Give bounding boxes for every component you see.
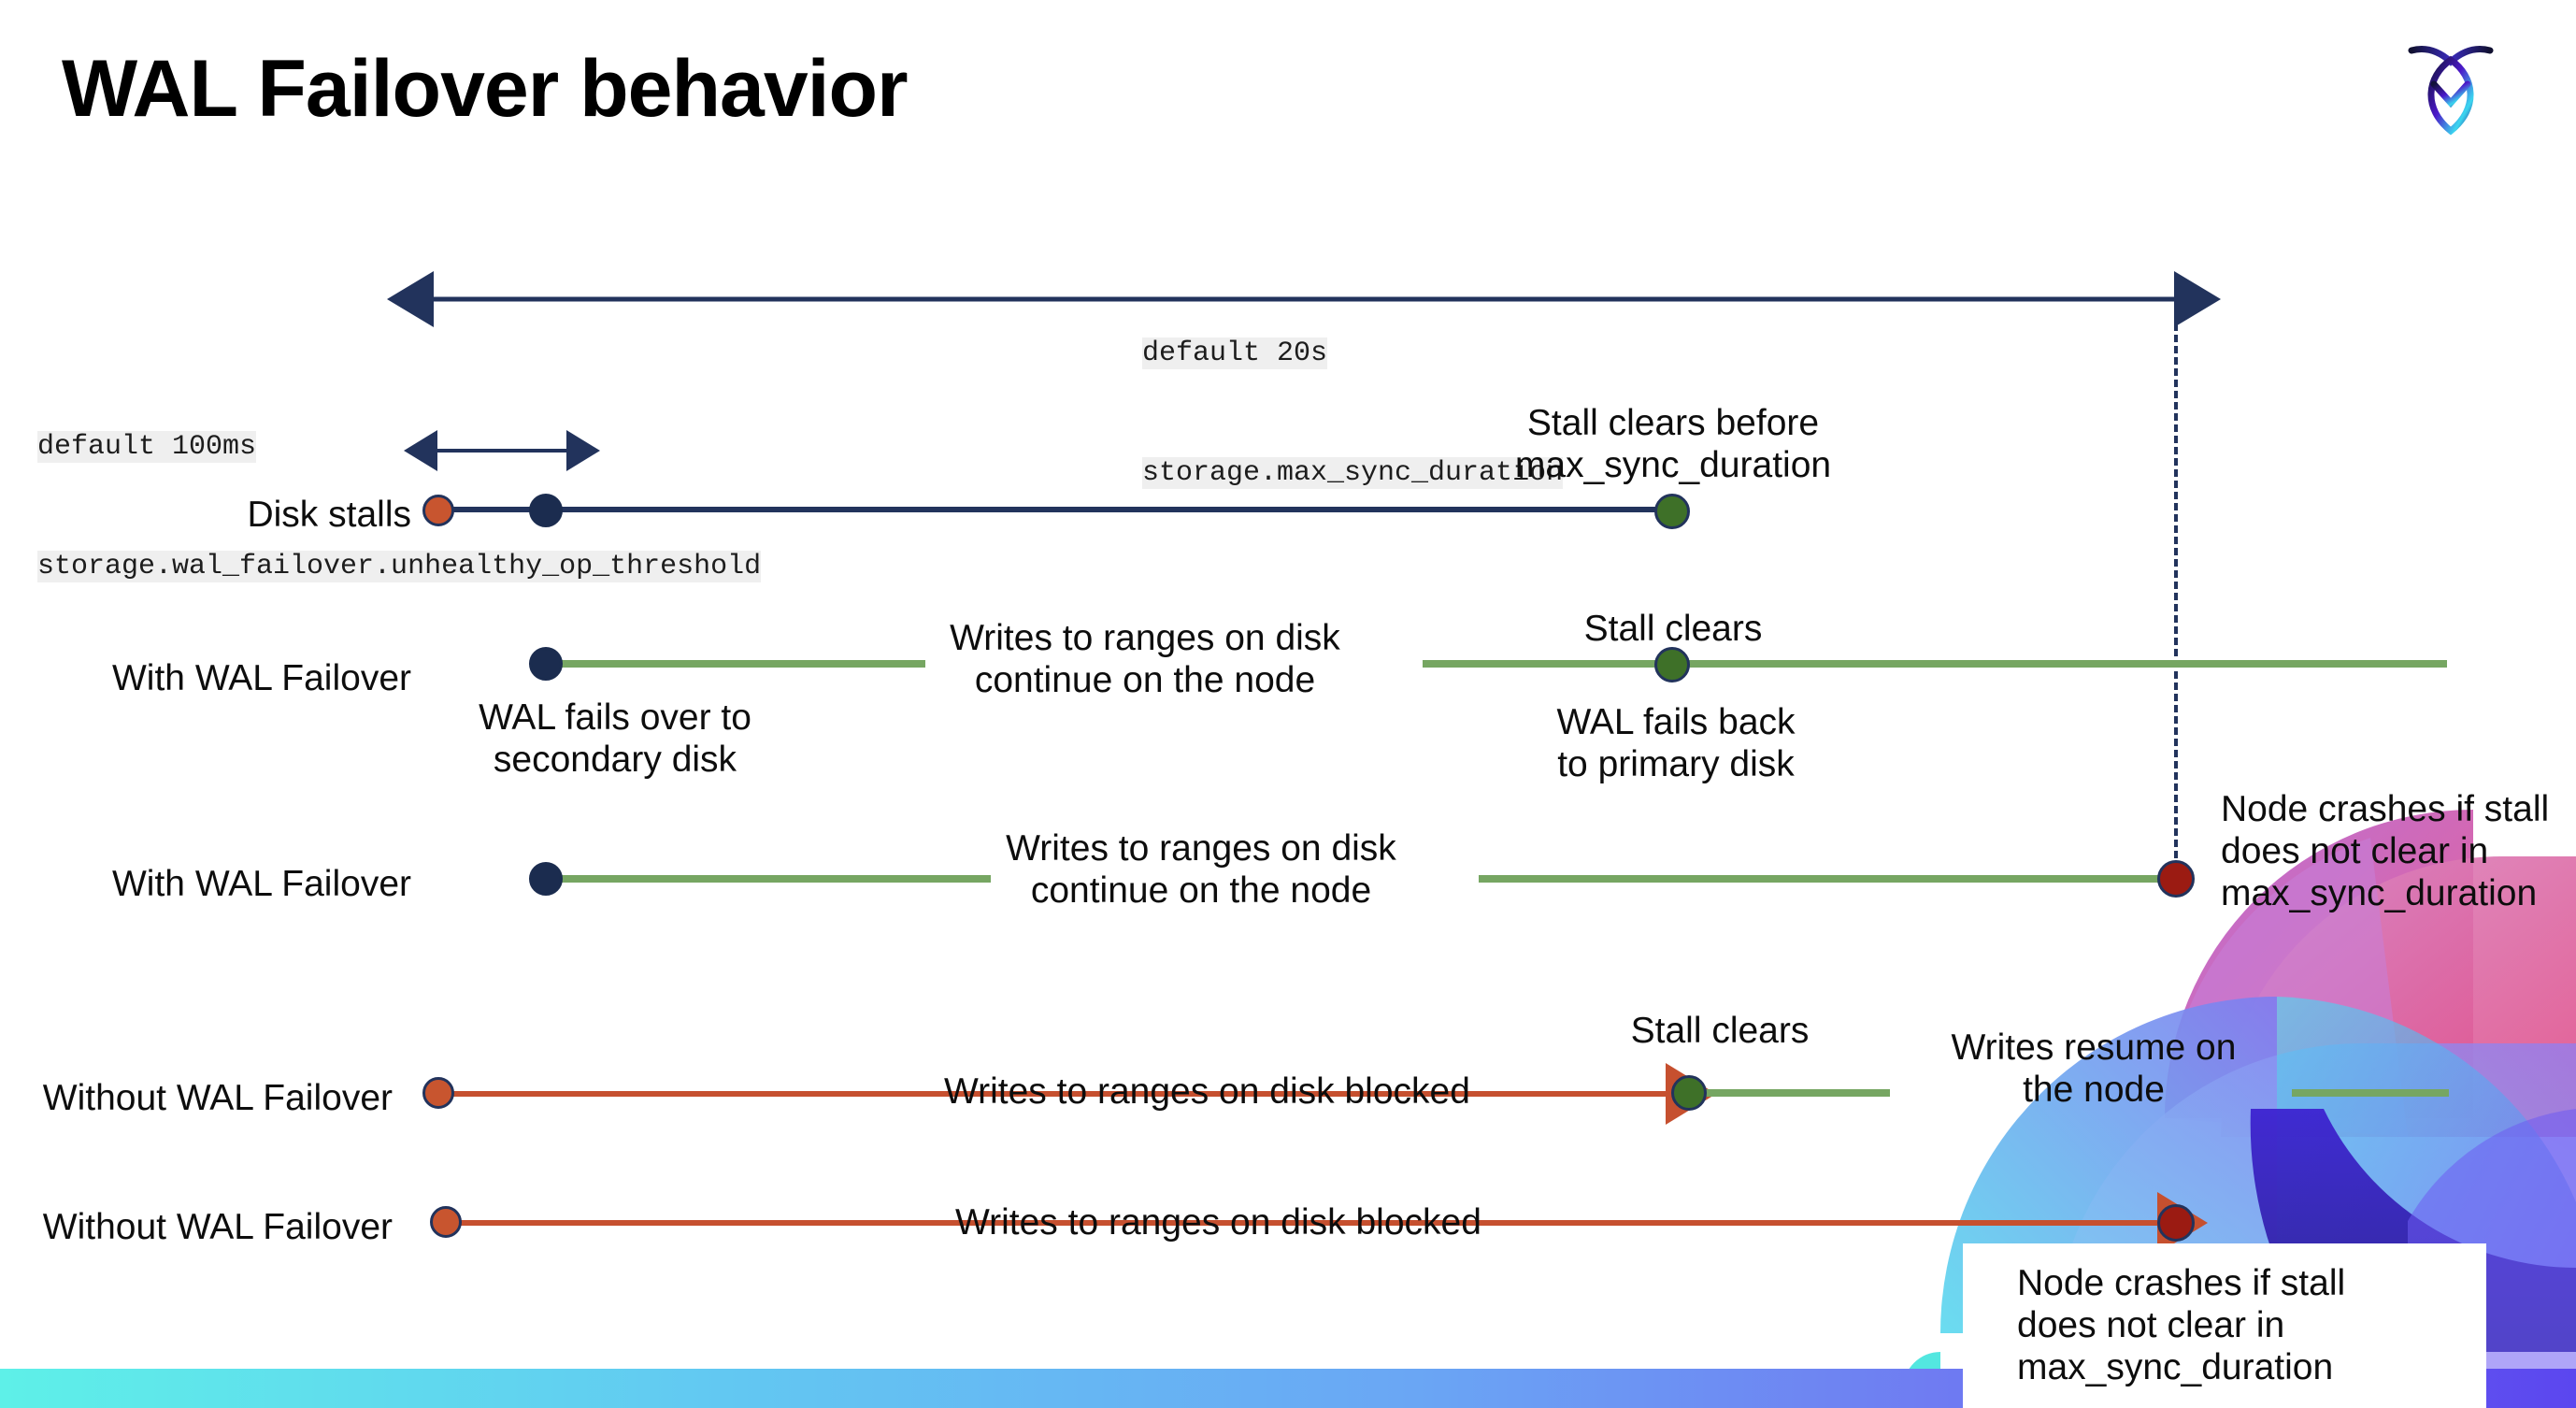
annotation-unhealthy-op-threshold: storage.wal_failover.unhealthy_op_thresh…	[37, 550, 762, 582]
page-title: WAL Failover behavior	[62, 44, 909, 134]
unhealthy-threshold-arrow	[404, 430, 600, 471]
note-writes-continue-2: Writes to ranges on disk continue on the…	[1006, 828, 1396, 912]
note-node-crashes-2: Node crashes if stall does not clear in …	[2017, 1263, 2346, 1388]
annotation-default-20s: default 20s	[1142, 338, 1328, 370]
with-failover-1-failover-dot	[529, 647, 563, 681]
with-failover-2-segment-b	[1479, 875, 2182, 883]
node-crash-callout-box	[1963, 1243, 2486, 1408]
row-label-without-wal-failover-1: Without WAL Failover	[42, 1078, 393, 1118]
with-failover-2-failover-dot	[529, 862, 563, 896]
note-writes-blocked-1: Writes to ranges on disk blocked	[944, 1071, 1470, 1112]
without-failover-1-stall-clear-dot	[1671, 1075, 1707, 1111]
note-writes-resume: Writes resume on the node	[1951, 1027, 2237, 1111]
note-stall-clears-1: Stall clears	[1583, 609, 1763, 649]
note-node-crashes-1: Node crashes if stall does not clear in …	[2221, 789, 2550, 914]
note-writes-continue-1: Writes to ranges on disk continue on the…	[950, 618, 1340, 701]
without-failover-1-stall-start-dot	[422, 1077, 454, 1109]
note-stall-clears-before-max-sync: Stall clears before max_sync_duration	[1514, 403, 1832, 486]
disk-stall-start-dot	[422, 495, 454, 526]
without-failover-1-resume-line-far	[2292, 1089, 2449, 1097]
with-failover-2-segment-a	[542, 875, 991, 883]
disk-stall-failover-dot	[529, 494, 563, 527]
note-wal-fails-over: WAL fails over to secondary disk	[479, 697, 751, 781]
note-writes-blocked-2: Writes to ranges on disk blocked	[955, 1202, 1481, 1243]
with-failover-1-segment-b	[1423, 660, 2447, 668]
with-failover-1-segment-a	[542, 660, 925, 668]
note-wal-fails-back: WAL fails back to primary disk	[1556, 702, 1796, 785]
row-label-with-wal-failover-1: With WAL Failover	[112, 658, 411, 698]
max-sync-duration-annotation: default 20s storage.max_sync_duration	[1142, 254, 1564, 573]
without-failover-2-crash-dot	[2157, 1204, 2195, 1242]
disk-stall-clear-dot	[1654, 494, 1690, 529]
without-failover-1-blocked-arrow	[445, 1063, 1716, 1125]
row-label-without-wal-failover-2: Without WAL Failover	[42, 1207, 393, 1247]
annotation-default-100ms: default 100ms	[37, 431, 257, 464]
disk-stalls-timeline	[437, 507, 1671, 512]
unhealthy-op-threshold-annotation: default 100ms storage.wal_failover.unhea…	[37, 348, 762, 667]
annotation-max-sync-duration: storage.max_sync_duration	[1142, 456, 1564, 489]
row-label-with-wal-failover-2: With WAL Failover	[112, 864, 411, 904]
without-failover-2-blocked-arrow	[445, 1192, 2208, 1254]
without-failover-2-stall-start-dot	[430, 1206, 462, 1238]
cockroachdb-logo	[2408, 46, 2494, 136]
max-sync-duration-arrow	[387, 271, 2221, 327]
with-failover-1-stall-clear-dot	[1654, 647, 1690, 682]
with-failover-2-crash-dot	[2157, 860, 2195, 898]
row-label-disk-stalls: Disk stalls	[247, 495, 411, 535]
max-sync-duration-deadline-dashline	[2174, 301, 2178, 881]
note-stall-clears-2: Stall clears	[1630, 1011, 1810, 1051]
without-failover-1-resume-line	[1703, 1089, 1890, 1097]
